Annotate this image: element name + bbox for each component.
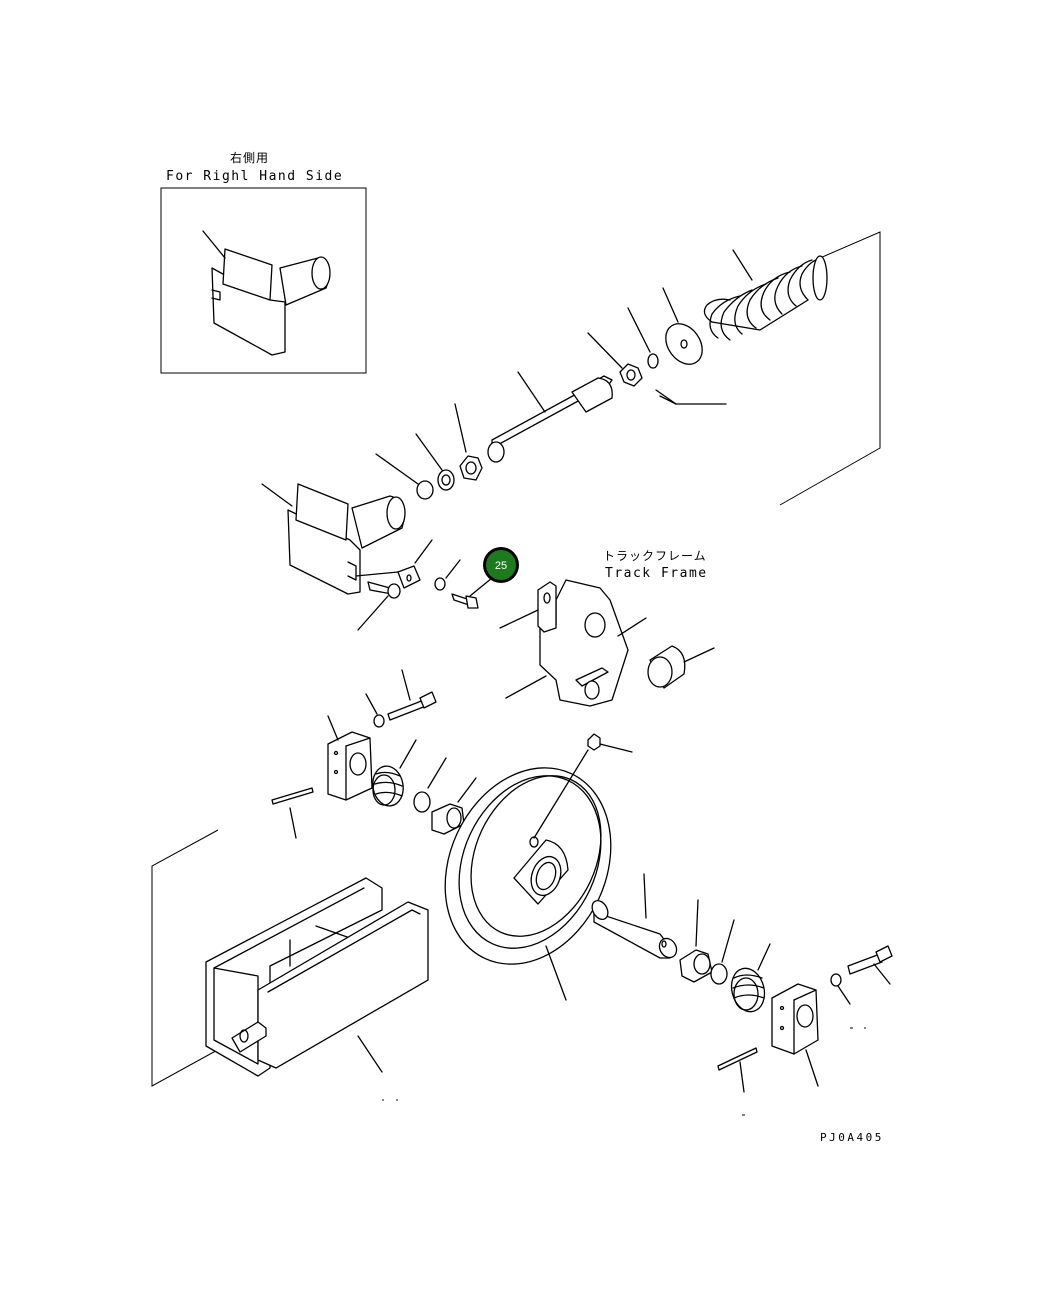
ring-part [415,433,455,491]
washer-lower-part [830,973,851,1005]
bolt-part [357,581,401,631]
o-ring-upper-part [413,757,447,813]
idler-yoke-box-part [151,829,429,1087]
lock-washer-part [627,307,659,369]
plug-top-part [587,733,633,753]
bolt-lower-part [847,945,893,985]
pin-upper-part [271,787,314,839]
o-ring-part [375,453,434,500]
bolt-upper-part [387,669,437,721]
floating-seal-upper-part [372,739,417,807]
callout-25-bolt-part [451,577,493,609]
washer-part [434,559,461,591]
recoil-rod-part [487,371,613,463]
track-frame-bracket-part [499,579,647,707]
track-frame-label: トラックフレーム Track Frame [603,549,708,581]
support-block-upper-part [327,715,373,801]
bushing-lower-part [679,899,713,983]
castle-nut-part [587,332,727,405]
stopper-plate-part [355,539,433,589]
inset-frame [160,187,367,374]
idler-shaft-part [591,873,678,959]
spring-plate-part [662,287,703,365]
o-ring-lower-part [710,919,735,985]
right-hand-side-inset: 右側用 For Righl Hand Side [160,150,367,374]
support-block-lower-part [771,983,819,1087]
callout-badge-25[interactable]: 25 [483,547,519,583]
callout-number: 25 [495,560,507,572]
washer-upper-part [365,693,385,728]
spring-group-bracket [779,231,881,506]
inset-title-jp: 右側用 [230,150,269,165]
recoil-spring-part [703,249,828,341]
stray-marks [382,1027,866,1116]
track-frame-label-en: Track Frame [605,566,708,581]
castle-nut-2-part [454,403,483,481]
plug-part [647,645,715,689]
track-frame-label-jp: トラックフレーム [603,549,707,563]
pin-lower-part [717,1047,758,1093]
callout-badge-fill [486,550,516,580]
left-hand-bracket-part [261,483,406,595]
inset-title-en: For Righl Hand Side [166,169,343,184]
idler-wheel-part [444,749,612,1001]
right-hand-bracket-part [202,230,331,356]
diagram-code: PJ0A405 [820,1131,884,1144]
floating-seal-lower-part [730,943,771,1013]
